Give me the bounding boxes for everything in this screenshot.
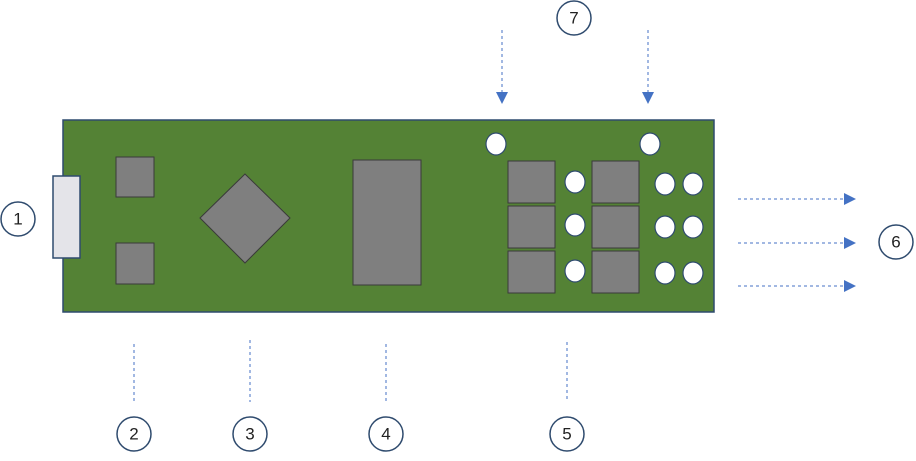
large-chip [352,159,422,286]
outgoing-arrowhead [844,193,856,205]
callout-label: 4 [381,425,390,444]
array-chip [507,205,556,249]
array-chip [507,160,556,204]
led-pad [682,215,704,239]
incoming-arrowhead [642,92,654,104]
callout-label: 6 [891,233,900,252]
callout-2: 2 [116,416,152,452]
led-pad [564,213,586,237]
array-chip [591,250,640,294]
callout-label: 3 [245,425,254,444]
led-pad [654,172,676,196]
callout-1: 1 [0,201,36,237]
top-pad [639,132,661,156]
callout-4: 4 [368,416,404,452]
edge-connector [52,175,81,259]
callout-7: 7 [556,0,592,36]
led-pad [682,172,704,196]
top-pad [485,132,507,156]
led-pad [654,261,676,285]
callout-3: 3 [232,416,268,452]
led-pad [682,261,704,285]
array-chip [591,205,640,249]
small-chip-bottom [115,242,155,285]
callout-label: 7 [569,9,578,28]
diamond-chip [199,173,291,264]
led-pad [564,259,586,283]
outgoing-arrowhead [844,237,856,249]
led-pad [564,170,586,194]
incoming-arrowhead [496,92,508,104]
led-pad [654,215,676,239]
callout-label: 1 [13,210,22,229]
small-chip-top [115,156,155,198]
array-chip [507,250,556,294]
array-chip [591,160,640,204]
callout-label: 2 [129,425,138,444]
outgoing-arrowhead [844,280,856,292]
callout-5: 5 [549,416,585,452]
callout-label: 5 [562,425,571,444]
callout-6: 6 [878,224,914,260]
